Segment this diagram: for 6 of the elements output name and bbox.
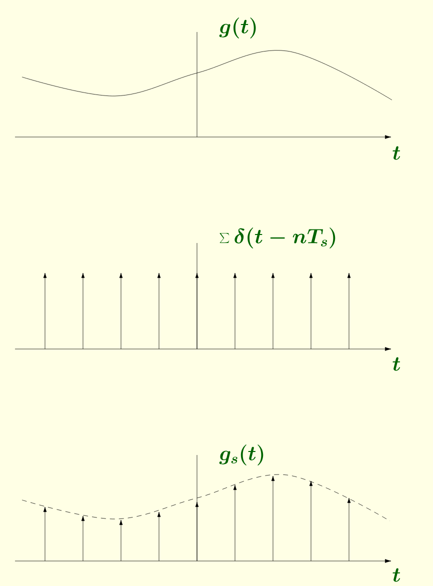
axis-label: $g_s(t)$: [219, 444, 264, 466]
axis-label: $\sum \delta(t-nT_s)$: [220, 228, 336, 248]
axis-label: $t$: [392, 146, 400, 160]
axis-label: $t$: [392, 568, 400, 582]
axis-label: $g(t)$: [219, 18, 256, 38]
axis-label: $t$: [392, 357, 400, 371]
